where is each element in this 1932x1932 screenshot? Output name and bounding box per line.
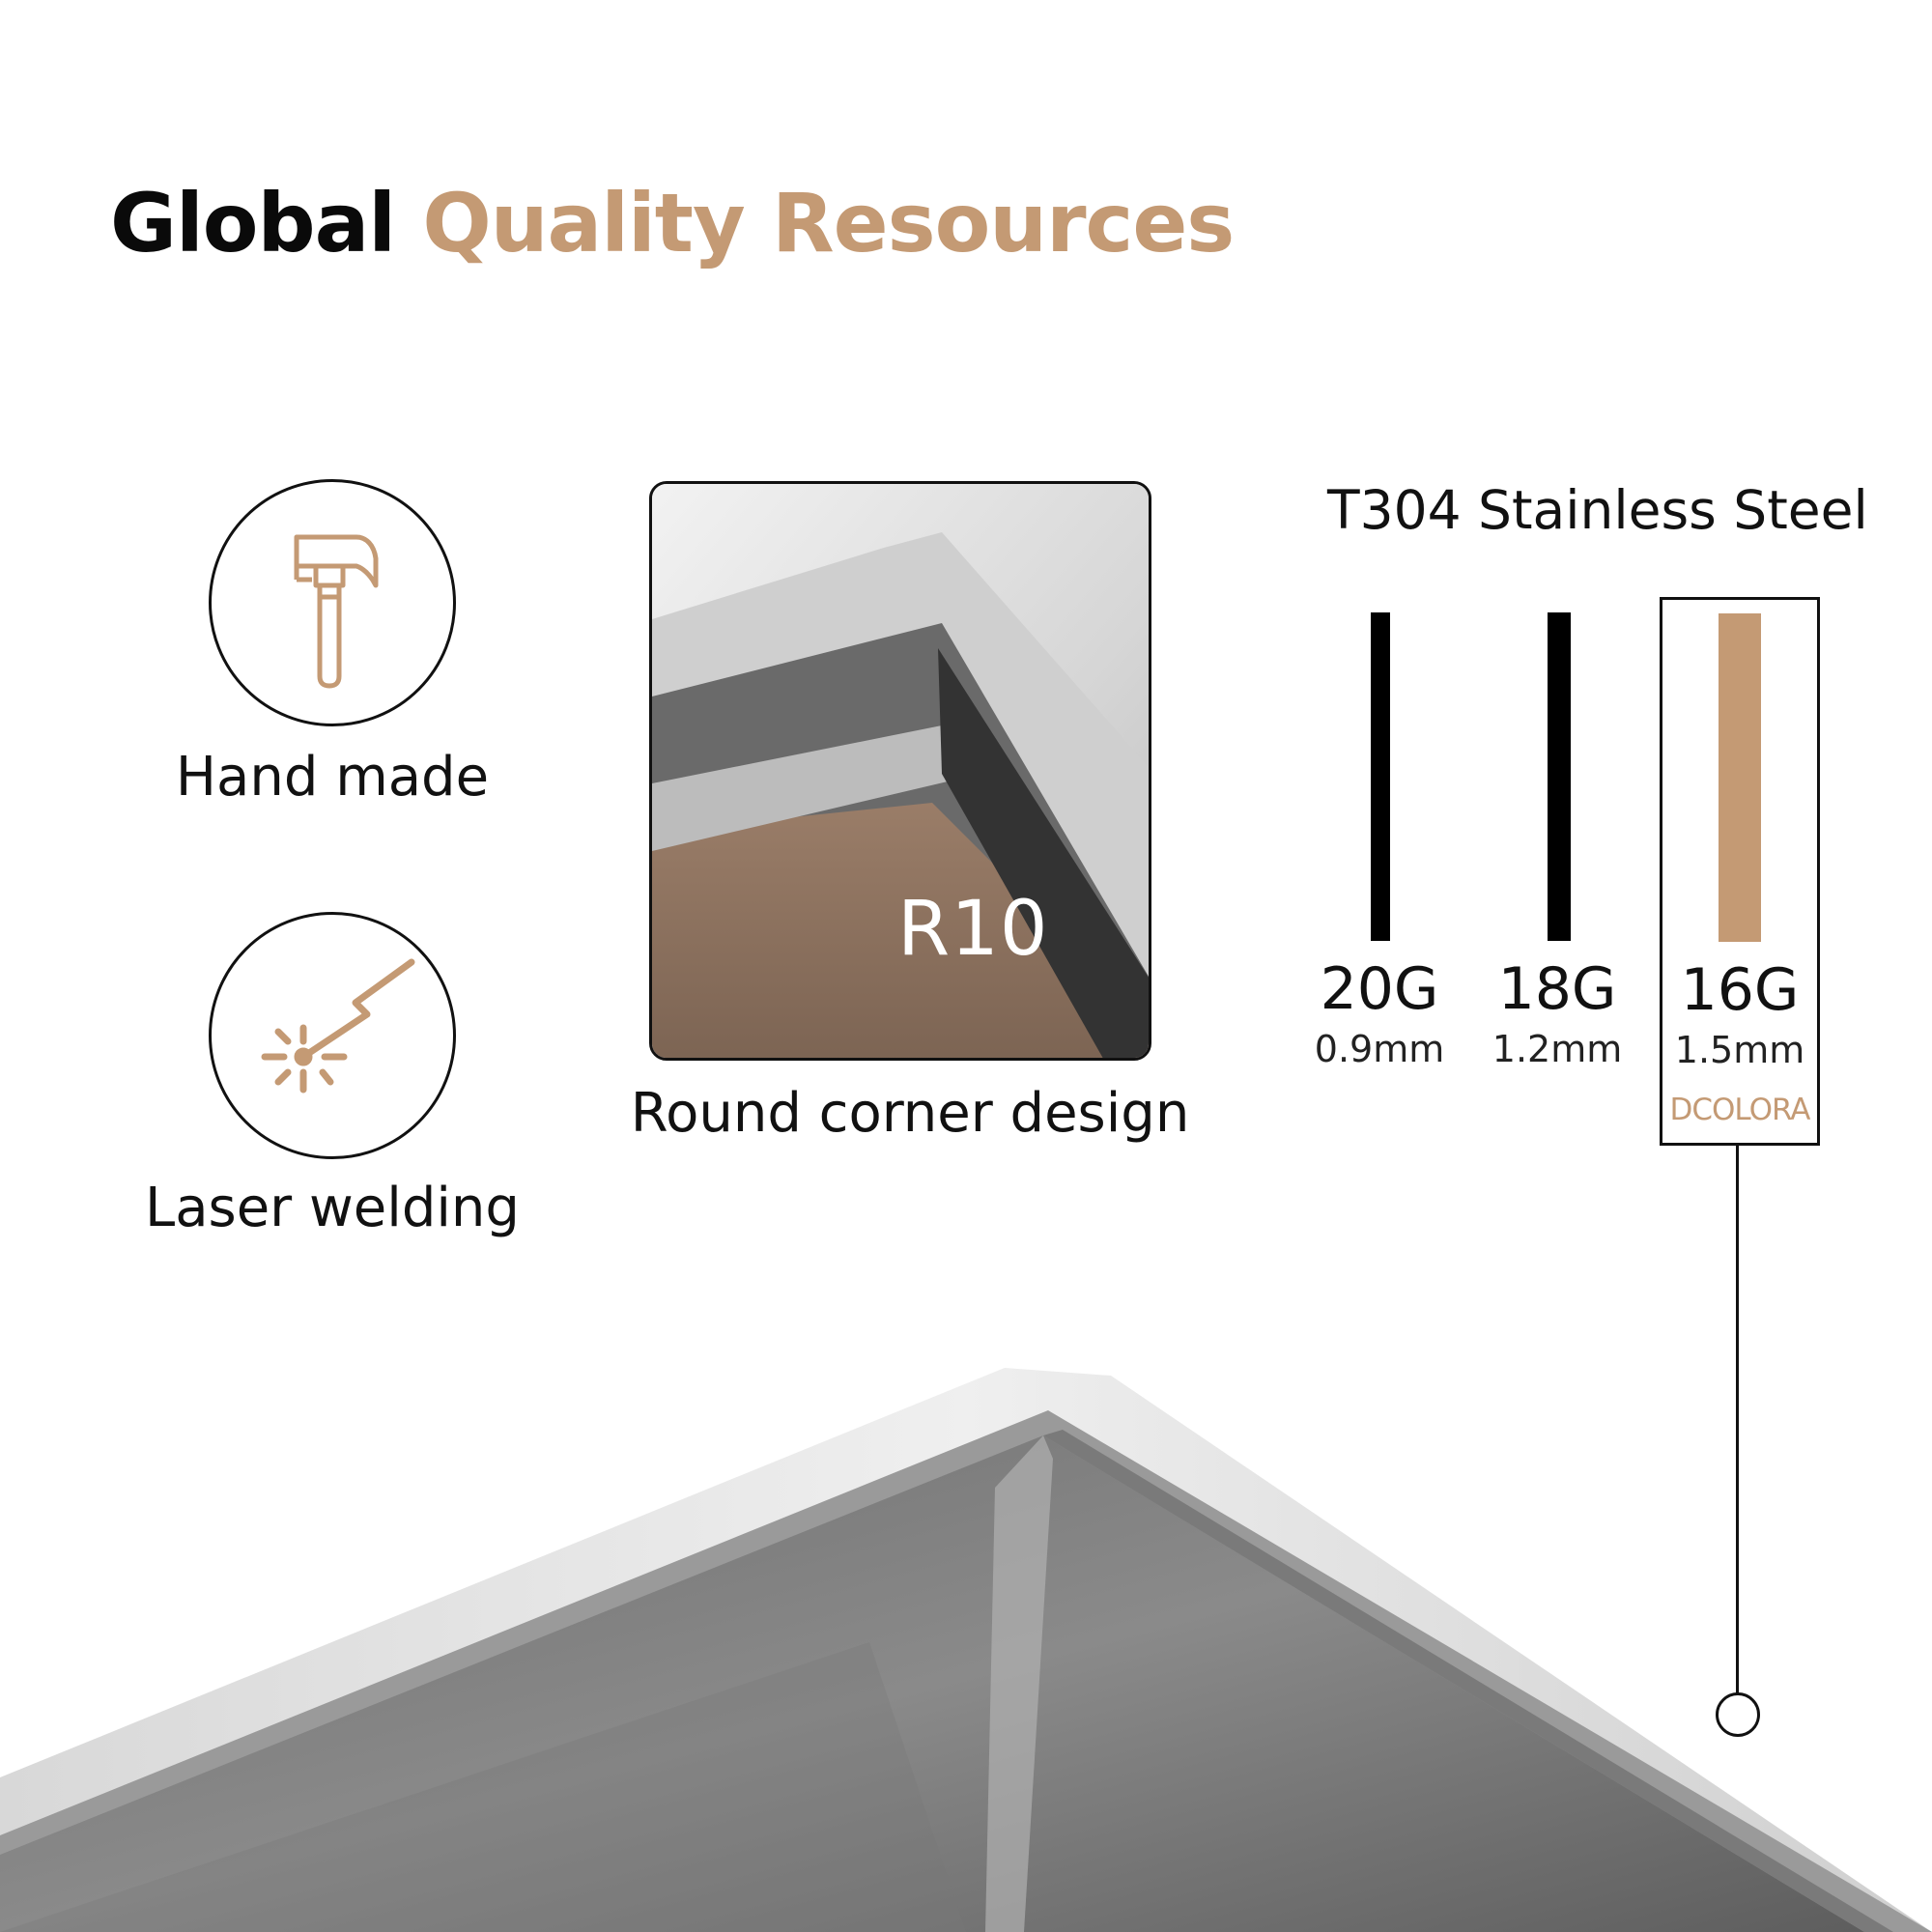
pointer-line <box>1736 1146 1739 1696</box>
selected-gauge-box: 16G 1.5mm DCOLORA <box>1660 597 1820 1146</box>
pointer-dot <box>1716 1692 1760 1737</box>
hammer-icon <box>294 534 379 689</box>
brand-watermark: DCOLORA <box>1669 1093 1811 1127</box>
sink-illustration <box>0 1368 1932 1932</box>
laser-welding-badge <box>209 912 456 1159</box>
corner-radius-label: R10 <box>897 886 1049 973</box>
gauge-thickness-20g: 0.9mm <box>1314 1028 1445 1070</box>
round-corner-photo: R10 <box>649 481 1151 1061</box>
feature-label-hand-made: Hand made <box>175 746 490 809</box>
feature-label-laser-welding: Laser welding <box>145 1177 520 1239</box>
laser-spark-icon <box>261 958 415 1094</box>
gauge-bar-18g <box>1548 612 1571 941</box>
gauge-label-16g: 16G <box>1680 956 1800 1024</box>
material-label: T304 Stainless Steel <box>1327 479 1868 541</box>
hand-made-badge <box>209 479 456 726</box>
gauge-bar-16g <box>1719 613 1761 942</box>
round-corner-caption: Round corner design <box>630 1082 1190 1145</box>
sink-corner-illustration <box>652 484 1149 1058</box>
gauge-bar-20g <box>1371 612 1390 941</box>
gauge-label-20g: 20G <box>1320 955 1439 1023</box>
title-word-global: Global <box>110 176 396 270</box>
page-title: Global Quality Resources <box>110 170 1235 276</box>
title-word-quality-resources: Quality Resources <box>422 176 1235 270</box>
gauge-thickness-18g: 1.2mm <box>1492 1028 1623 1070</box>
gauge-thickness-16g: 1.5mm <box>1674 1029 1805 1071</box>
gauge-label-18g: 18G <box>1497 955 1617 1023</box>
